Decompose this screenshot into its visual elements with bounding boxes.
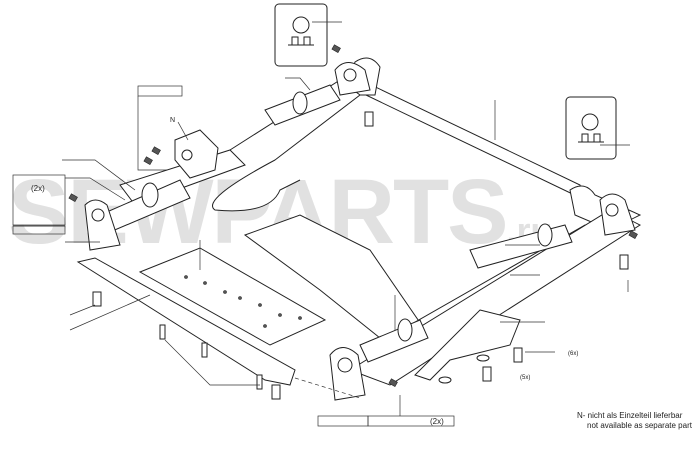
shafts	[99, 84, 573, 363]
base-plate	[138, 247, 327, 346]
leader-lines	[62, 77, 629, 416]
screws	[68, 44, 638, 400]
warning-sticker-right	[565, 96, 630, 160]
note-line-english: not available as separate part	[587, 421, 692, 430]
qty-label-bottom: (2x)	[430, 417, 444, 426]
block-n	[174, 121, 219, 179]
label-box-top	[137, 85, 183, 97]
guide-rail	[76, 257, 296, 386]
qty-label-5x: (5x)	[520, 375, 531, 381]
assembly-line	[294, 377, 361, 399]
brackets	[84, 62, 636, 401]
qty-label-left: (2x)	[31, 184, 45, 193]
note-line-german: N- nicht als Einzelteil lieferbar	[577, 411, 683, 420]
qty-label-6x: (6x)	[568, 351, 579, 357]
label-box-bottom-qty	[367, 415, 455, 427]
label-box-left	[12, 174, 66, 235]
availability-note: N- nicht als Einzelteil lieferbar not av…	[577, 411, 692, 431]
label-box-bottom	[317, 415, 369, 427]
n-marker: N	[170, 117, 176, 124]
warning-sticker-top	[274, 3, 342, 67]
